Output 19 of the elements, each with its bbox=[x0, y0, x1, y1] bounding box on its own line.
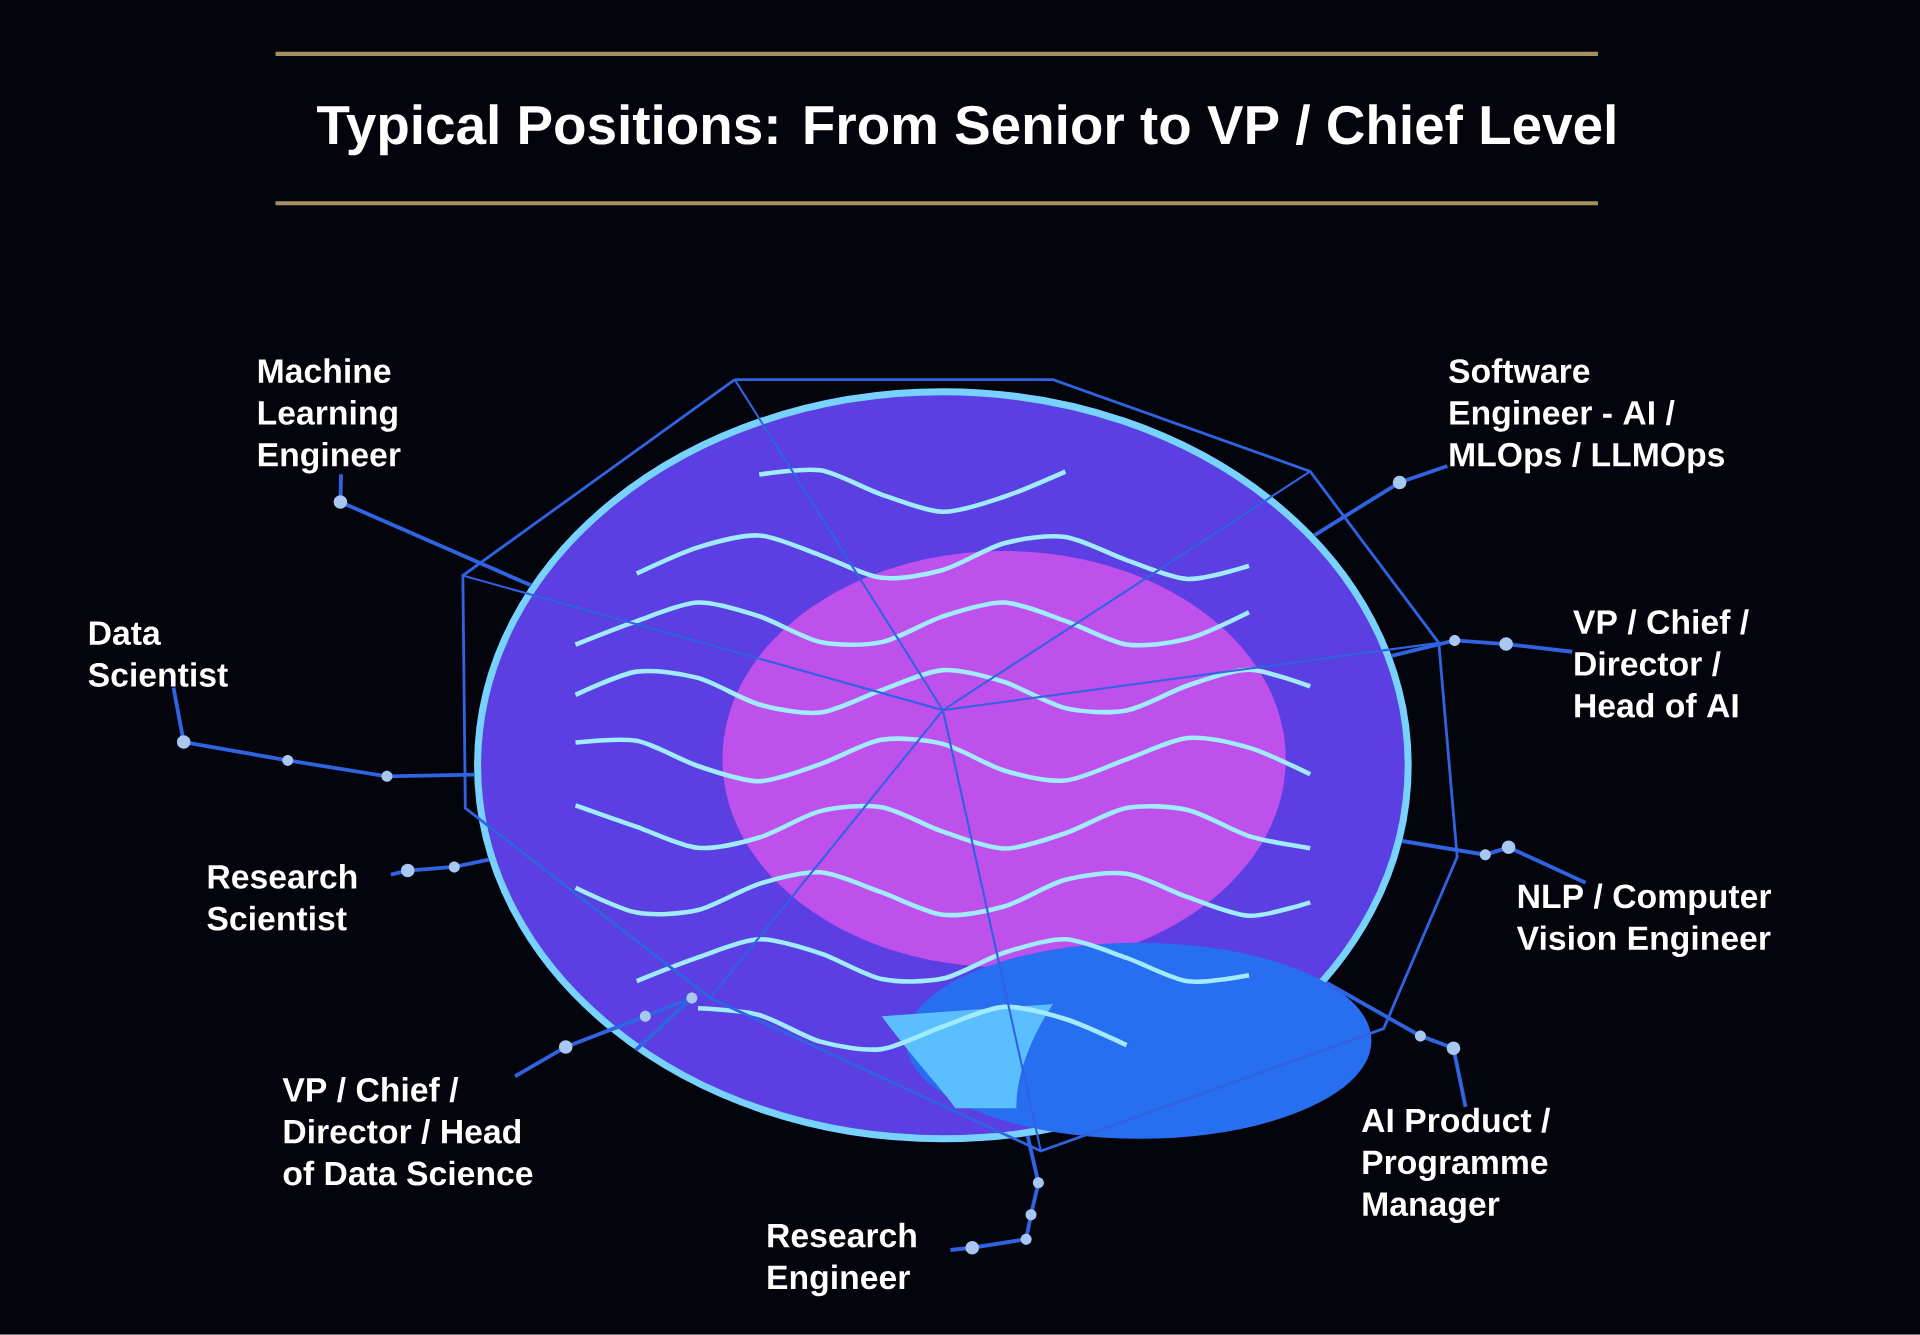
position-label: NLP / Computer Vision Engineer bbox=[1516, 883, 1771, 958]
position-label: AI Product / Programme Manager bbox=[1361, 1107, 1551, 1224]
leader-line bbox=[1391, 635, 1573, 658]
leader-line bbox=[390, 857, 490, 878]
leader-line bbox=[1313, 464, 1448, 538]
leader-line bbox=[1401, 839, 1587, 885]
position-label: Software Engineer - AI / MLOps / LLMOps bbox=[1449, 358, 1725, 474]
title: Typical Positions: From Senior to VP / Chief Level bbox=[317, 104, 1615, 156]
position-label: Research Engineer bbox=[768, 1222, 916, 1297]
position-label: VP / Chief / Director / Head of Data Science bbox=[282, 1077, 533, 1186]
position-label: Research Scientist bbox=[207, 864, 357, 931]
leader-line bbox=[950, 1135, 1044, 1255]
leader-line bbox=[171, 687, 475, 782]
position-label: Machine Learning Engineer bbox=[258, 358, 401, 474]
leader-line bbox=[1325, 980, 1468, 1108]
leader-line bbox=[333, 474, 532, 588]
position-label: Data Scientist bbox=[88, 621, 228, 688]
position-label: VP / Chief / Director / Head of AI bbox=[1573, 609, 1749, 718]
leader-line bbox=[514, 992, 701, 1079]
